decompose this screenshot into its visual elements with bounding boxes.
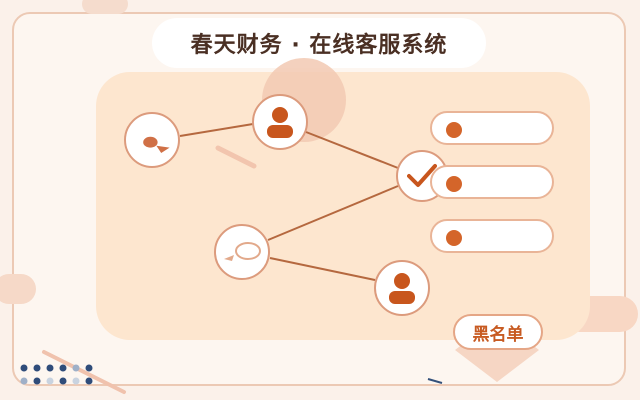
decor-stroke-2: [42, 350, 126, 394]
link-chat-a-agent-a: [179, 123, 254, 137]
chat-node-b[interactable]: [214, 224, 270, 280]
decor-blob-left: [0, 274, 36, 304]
blacklist-button[interactable]: 黑名单: [453, 314, 543, 350]
link-chat-b-agent-b: [269, 257, 376, 281]
link-agent-a-hub: [305, 131, 399, 169]
user-avatar-icon: [389, 273, 415, 304]
status-dot-icon: [446, 176, 462, 192]
message-item-1[interactable]: [430, 111, 554, 145]
chat-node-a[interactable]: [124, 112, 180, 168]
agent-node-b[interactable]: [374, 260, 430, 316]
page-title: 春天财务 · 在线客服系统: [152, 18, 486, 68]
message-item-2[interactable]: [430, 165, 554, 199]
decor-dot-grid: [20, 364, 93, 385]
decor-blob-top: [82, 0, 128, 14]
link-chat-b-hub: [267, 185, 399, 241]
decor-stroke-1: [215, 145, 257, 169]
decor-dash: [427, 378, 443, 384]
agent-node-a[interactable]: [252, 94, 308, 150]
status-dot-icon: [446, 122, 462, 138]
chat-bubble-icon: [143, 136, 170, 153]
status-dot-icon: [446, 230, 462, 246]
checkmark-icon: [407, 164, 437, 187]
message-item-3[interactable]: [430, 219, 554, 253]
chat-bubble-outline-icon: [224, 242, 261, 261]
user-avatar-icon: [267, 107, 293, 138]
